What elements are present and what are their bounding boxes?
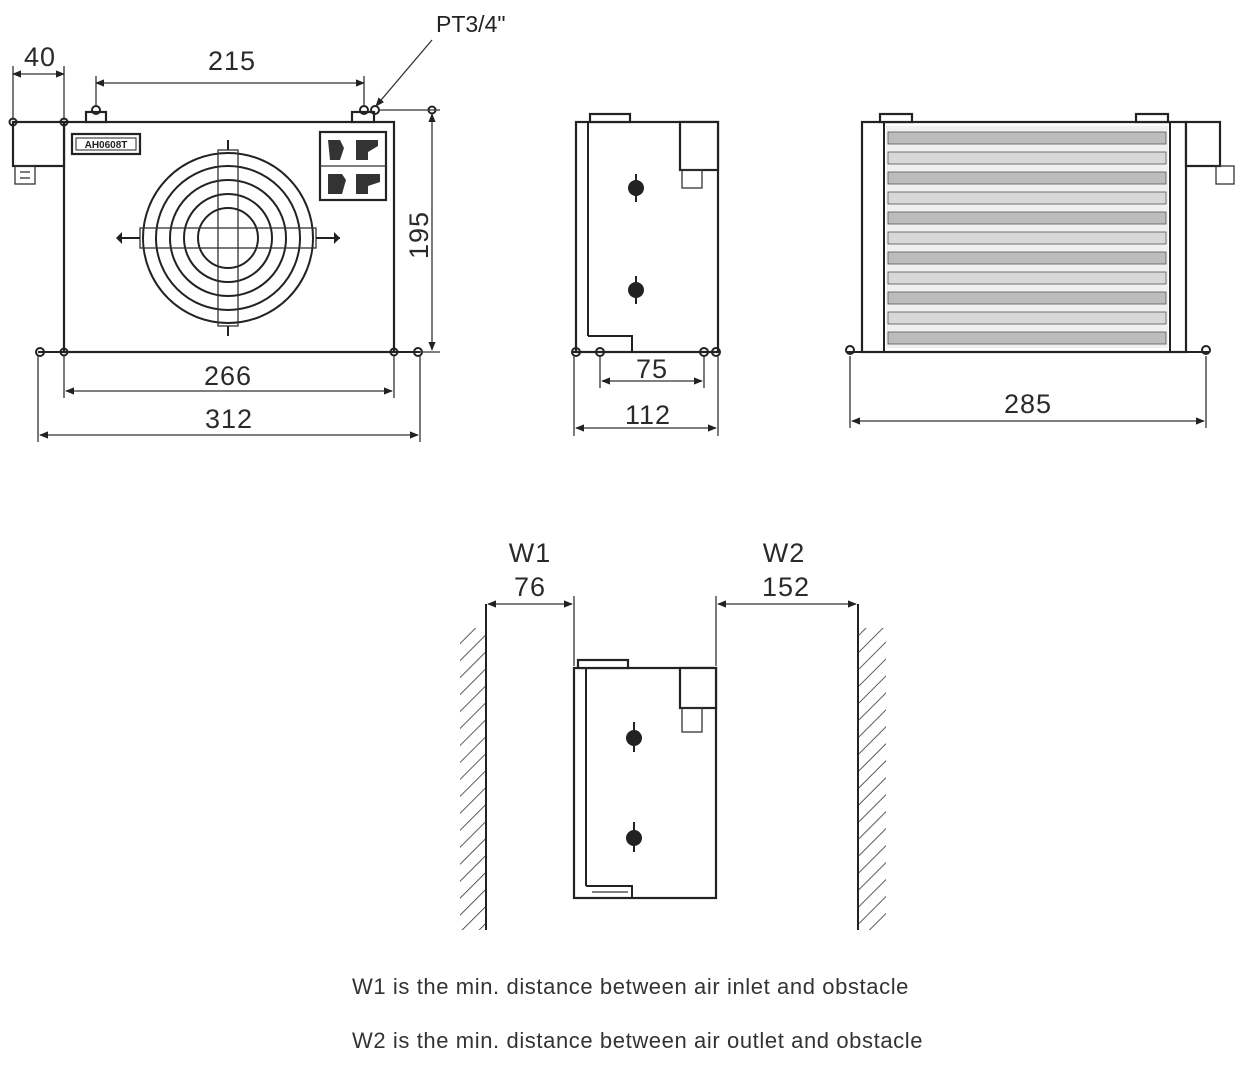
fan-guard-icon — [116, 140, 340, 336]
dim-195: 195 — [404, 211, 434, 259]
warning-hand-icon — [328, 140, 344, 160]
cooling-fin — [887, 291, 1167, 305]
cooling-fin — [887, 211, 1167, 225]
cooling-fins — [887, 131, 1167, 345]
cooling-fin — [887, 331, 1167, 345]
rear-view: 285 — [845, 112, 1235, 428]
dim-w1-value: 76 — [514, 572, 546, 602]
cooling-fin — [887, 271, 1167, 285]
dim-w2-label: W2 — [763, 538, 806, 568]
dim-40: 40 — [24, 42, 56, 72]
dim-w2-value: 152 — [762, 572, 810, 602]
note-w1: W1 is the min. distance between air inle… — [352, 974, 909, 999]
cooling-fin — [887, 171, 1167, 185]
right-obstacle-wall — [858, 628, 886, 930]
dim-266: 266 — [204, 361, 252, 391]
cooling-fin — [887, 131, 1167, 145]
dim-112: 112 — [625, 400, 671, 430]
side-view: 75 112 — [571, 112, 721, 436]
dim-285: 285 — [1004, 389, 1052, 419]
cooling-fin — [887, 151, 1167, 165]
warning-burn-icon — [328, 174, 346, 194]
cooling-fin — [887, 191, 1167, 205]
warning-fan-icon — [356, 140, 378, 160]
dim-75: 75 — [636, 354, 668, 384]
front-view: AH0608T 40 — [8, 11, 506, 442]
model-plate-label: AH0608T — [85, 140, 128, 151]
cooling-fin — [887, 251, 1167, 265]
left-obstacle-wall — [460, 628, 486, 930]
cooling-fin — [887, 231, 1167, 245]
dim-215: 215 — [208, 46, 256, 76]
note-w2: W2 is the min. distance between air outl… — [352, 1028, 923, 1053]
warning-heat-icon — [356, 174, 380, 194]
dim-312: 312 — [205, 404, 253, 434]
cooling-fin — [887, 311, 1167, 325]
dim-pt-thread: PT3/4" — [436, 11, 506, 37]
clearance-view: W1 76 W2 152 — [460, 538, 886, 930]
dim-w1-label: W1 — [509, 538, 552, 568]
